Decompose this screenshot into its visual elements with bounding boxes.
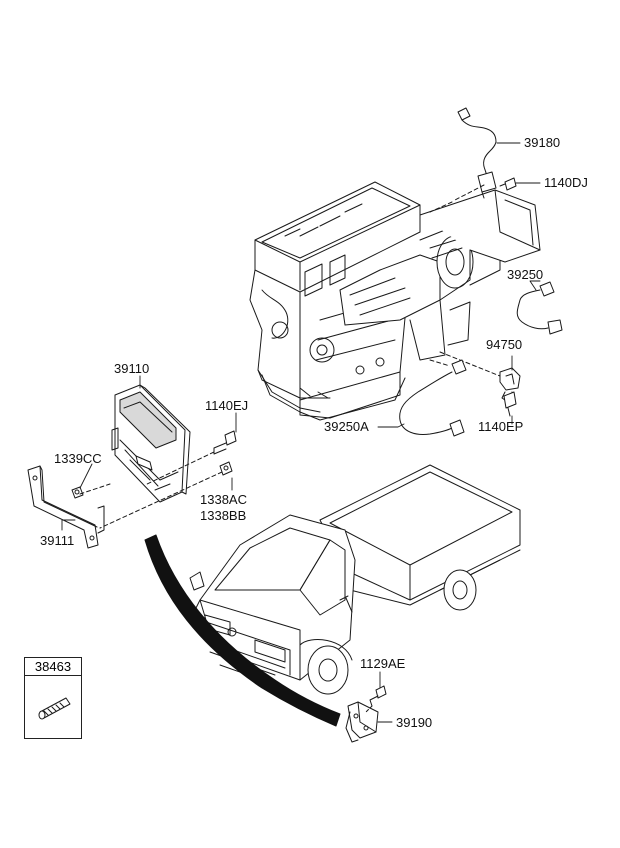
label-1129ae: 1129AE <box>360 656 406 671</box>
label-1338ac: 1338AC <box>200 492 247 507</box>
label-39180: 39180 <box>524 135 561 150</box>
label-38463: 38463 <box>25 658 81 676</box>
nut-1339cc <box>71 486 84 499</box>
sensor-39180 <box>429 107 517 213</box>
leader-lines <box>61 142 541 723</box>
bracket-39111 <box>27 465 105 549</box>
label-1140dj: 1140DJ <box>544 175 588 190</box>
label-1338bb: 1338BB <box>200 508 247 523</box>
ecu-39110 <box>111 384 191 503</box>
sensor-39250a <box>399 359 467 437</box>
leader-band <box>144 534 341 727</box>
label-1140ep: 1140EP <box>478 419 524 434</box>
label-94750: 94750 <box>486 337 523 352</box>
label-1339cc: 1339CC <box>54 451 102 466</box>
label-39250a: 39250A <box>324 419 369 434</box>
bolt-1140ej <box>213 430 237 455</box>
stud-38463 <box>38 697 71 720</box>
sensor-39250 <box>516 281 563 335</box>
label-1140ej: 1140EJ <box>205 398 249 413</box>
nut-1338ac <box>219 461 233 476</box>
bolt-1129ae <box>365 685 387 713</box>
label-39111: 39111 <box>40 533 75 548</box>
engine-illustration <box>249 181 541 421</box>
bolt-1140EP <box>503 391 517 417</box>
sensor-39190 <box>345 701 379 743</box>
label-39190: 39190 <box>396 715 433 730</box>
label-39110: 39110 <box>114 361 150 376</box>
label-39250: 39250 <box>507 267 544 282</box>
inset-box-38463: 38463 <box>24 657 82 739</box>
truck-illustration <box>189 464 521 695</box>
